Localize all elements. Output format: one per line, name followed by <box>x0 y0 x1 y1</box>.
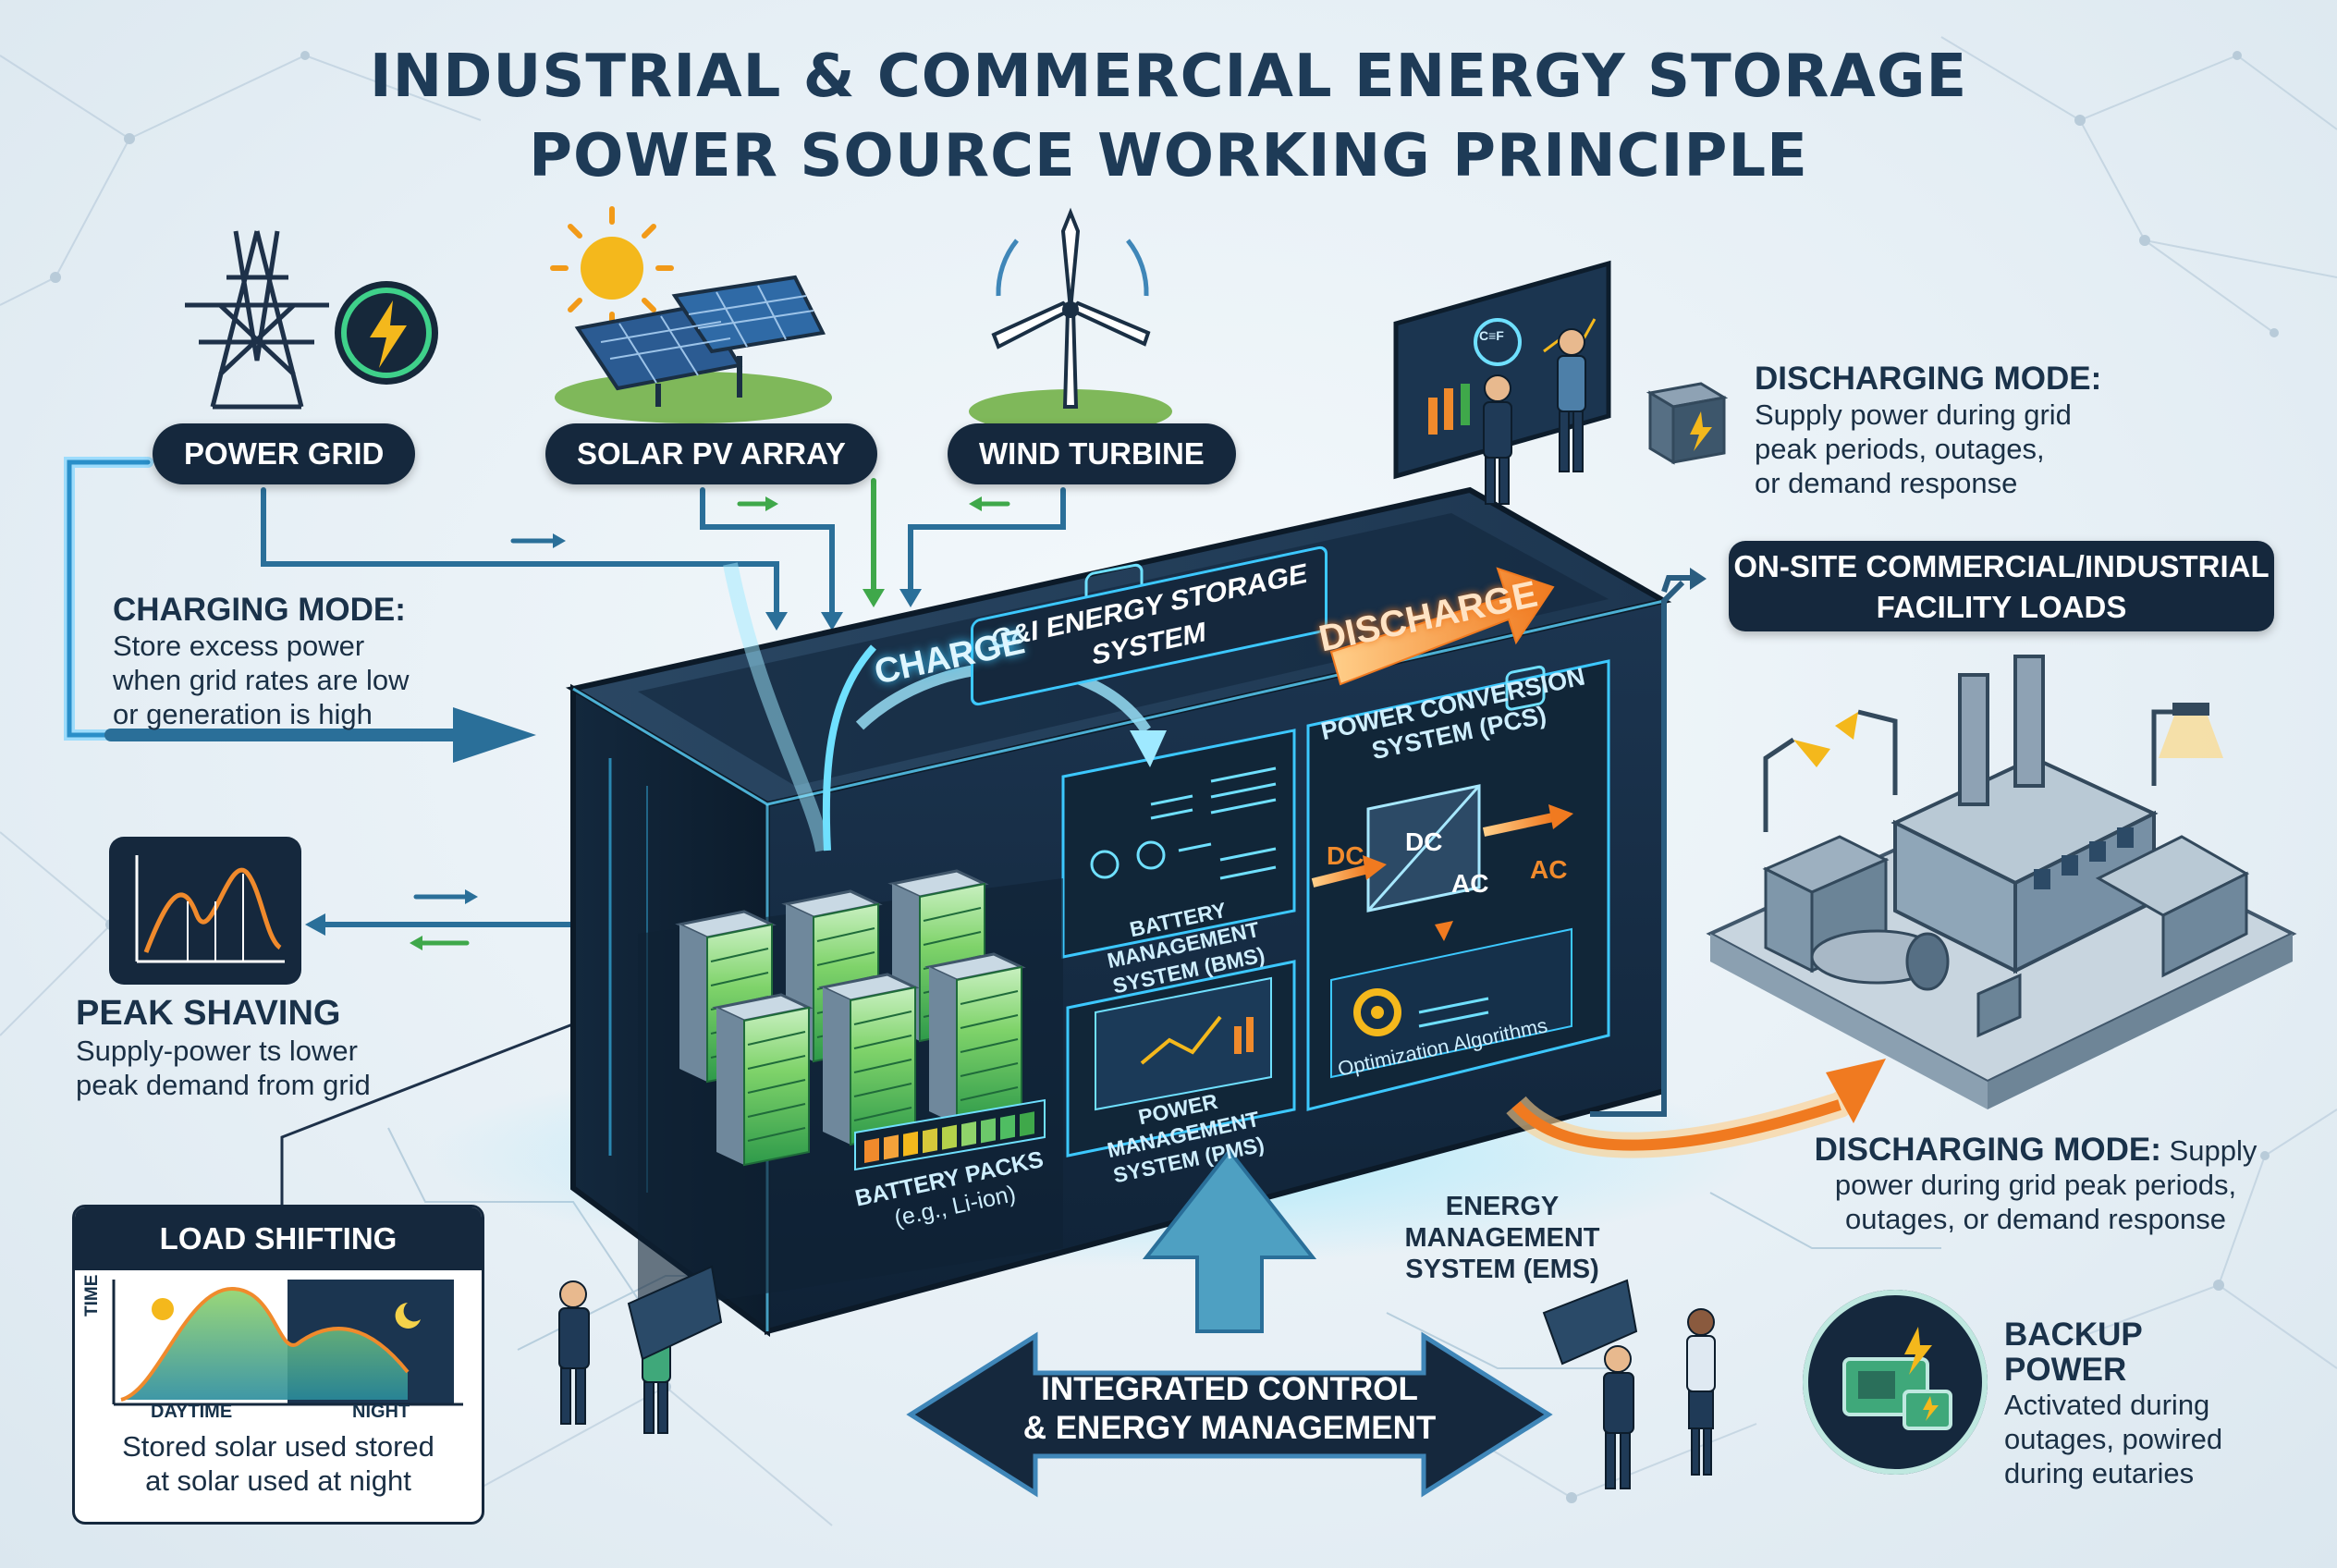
wind-turbine-label: WIND TURBINE <box>948 423 1236 484</box>
charging-mode-line-2: when grid rates are low <box>113 664 410 696</box>
peak-shaving-chart-icon <box>109 837 301 985</box>
discharging-mode-top-block: DISCHARGING MODE: Supply power during gr… <box>1755 361 2180 500</box>
battery-level-segment <box>981 1118 996 1144</box>
sun-icon <box>152 1298 174 1320</box>
ems-label-line-1: ENERGY MANAGEMENT <box>1404 1192 1600 1253</box>
peak-shaving-line-1: Supply-power ts lower <box>76 1035 358 1067</box>
discharging-top-heading: DISCHARGING MODE: <box>1755 361 2102 397</box>
grass-patch <box>555 372 832 423</box>
backup-line-1: Activated during <box>2004 1389 2210 1421</box>
load-shifting-heading: LOAD SHIFTING <box>75 1207 482 1270</box>
battery-level-segment <box>942 1124 957 1150</box>
discharging-mode-bottom-block: DISCHARGING MODE: Supply power during gr… <box>1795 1133 2276 1236</box>
integrated-control-line-1: INTEGRATED CONTROL <box>1041 1371 1418 1407</box>
people-figures <box>558 328 1716 1489</box>
load-shifting-text: Stored solar used stored at solar used a… <box>75 1429 482 1498</box>
ems-label-line-2: SYSTEM (EMS) <box>1405 1255 1599 1284</box>
lightning-icon <box>335 281 438 385</box>
battery-level-segment <box>961 1121 976 1146</box>
battery-level-bar <box>854 1098 1046 1171</box>
solar-panel-icon <box>574 275 826 407</box>
load-shifting-line-2: at solar used at night <box>145 1464 411 1497</box>
peak-shaving-line-2: peak demand from grid <box>76 1069 371 1101</box>
discharge-arrow <box>1329 567 1555 686</box>
night-label: NIGHT <box>352 1402 410 1422</box>
dc-input-label: DC <box>1327 841 1364 870</box>
moon-icon <box>395 1303 421 1329</box>
battery-cell <box>818 973 920 1146</box>
charging-mode-line-1: Store excess power <box>113 630 365 662</box>
charging-mode-line-3: or generation is high <box>113 698 373 730</box>
discharging-bottom-heading: DISCHARGING MODE: <box>1814 1132 2161 1168</box>
pms-panel <box>1066 960 1296 1158</box>
battery-level-segment <box>903 1131 918 1157</box>
load-shifting-chart <box>112 1280 463 1406</box>
down-arrow-icon <box>1435 921 1453 941</box>
facility-line-2: FACILITY LOADS <box>1876 590 2127 624</box>
peak-shaving-block: PEAK SHAVING Supply-power ts lower peak … <box>76 994 464 1102</box>
pcs-panel <box>1306 659 1610 1111</box>
battery-level-segment <box>1000 1114 1015 1140</box>
integrated-control-arrow <box>906 1147 1553 1498</box>
sun-icon <box>550 206 674 330</box>
load-shifting-card: LOAD SHIFTING TIME DAYTIME NIGHT Stored … <box>72 1205 484 1525</box>
solar-pv-label: SOLAR PV ARRAY <box>545 423 877 484</box>
battery-icon <box>1646 382 1729 465</box>
generator-icon <box>1842 1327 1952 1430</box>
load-shifting-line-1: Stored solar used stored <box>122 1430 434 1463</box>
lightning-icon <box>1904 1327 1932 1375</box>
battery-level-segment <box>1020 1111 1034 1137</box>
ems-label: ENERGY MANAGEMENT SYSTEM (EMS) <box>1345 1191 1659 1285</box>
battery-level-segment <box>884 1134 899 1160</box>
chart-icon <box>135 855 285 963</box>
peak-shaving-heading: PEAK SHAVING <box>76 994 341 1033</box>
facility-loads-label: ON-SITE COMMERCIAL/INDUSTRIAL FACILITY L… <box>1729 541 2274 631</box>
page-title: INDUSTRIAL & COMMERCIAL ENERGY STORAGE P… <box>0 37 2337 196</box>
dc-converter-label: DC <box>1405 827 1443 856</box>
discharging-bottom-line-1: Supply <box>2169 1134 2257 1167</box>
battery-packs <box>638 869 1063 1313</box>
discharging-bottom-line-2: power during grid peak periods, <box>1834 1169 2237 1201</box>
discharging-bottom-line-3: outages, or demand response <box>1845 1203 2226 1235</box>
discharging-top-line-3: or demand response <box>1755 467 2018 499</box>
ac-output-label: AC <box>1530 855 1568 884</box>
gear-icon <box>1353 988 1401 1036</box>
discharging-top-line-1: Supply power during grid <box>1755 398 2072 431</box>
backup-heading-2: POWER <box>2004 1352 2127 1388</box>
integrated-control-line-2: & ENERGY MANAGEMENT <box>1022 1410 1437 1446</box>
discharging-top-line-2: peak periods, outages, <box>1755 433 2045 465</box>
dashboard-icon-label: C≡F <box>1479 328 1504 343</box>
backup-power-block: BACKUP POWER Activated during outages, p… <box>2004 1317 2319 1490</box>
backup-line-2: outages, powired <box>2004 1423 2223 1455</box>
dashboard-screen <box>1393 260 1611 480</box>
power-grid-label: POWER GRID <box>153 423 416 484</box>
wind-turbine-icon <box>991 207 1151 409</box>
integrated-control-label: INTEGRATED CONTROL & ENERGY MANAGEMENT <box>1017 1370 1442 1448</box>
grass-patch-2 <box>969 389 1172 434</box>
battery-cell <box>712 993 814 1167</box>
factory-illustration <box>1706 655 2297 1109</box>
title-line-2: POWER SOURCE WORKING PRINCIPLE <box>529 122 1808 190</box>
battery-level-segment <box>923 1128 937 1154</box>
battery-level-segment <box>864 1138 879 1163</box>
battery-cell <box>924 952 1026 1126</box>
charging-mode-heading: CHARGING MODE: <box>113 592 406 628</box>
backup-generator-icon <box>1803 1290 1988 1475</box>
bms-panel <box>1061 563 1296 959</box>
backup-line-3: during eutaries <box>2004 1457 2195 1489</box>
daytime-label: DAYTIME <box>151 1402 233 1422</box>
charging-mode-block: CHARGING MODE: Store excess power when g… <box>113 592 483 731</box>
facility-line-1: ON-SITE COMMERCIAL/INDUSTRIAL <box>1733 549 2270 583</box>
time-axis-label: TIME <box>82 1274 102 1317</box>
transmission-tower-icon <box>185 230 329 410</box>
ac-converter-label: AC <box>1451 869 1489 898</box>
backup-heading-1: BACKUP <box>2004 1317 2143 1353</box>
title-line-1: INDUSTRIAL & COMMERCIAL ENERGY STORAGE <box>369 43 1968 111</box>
